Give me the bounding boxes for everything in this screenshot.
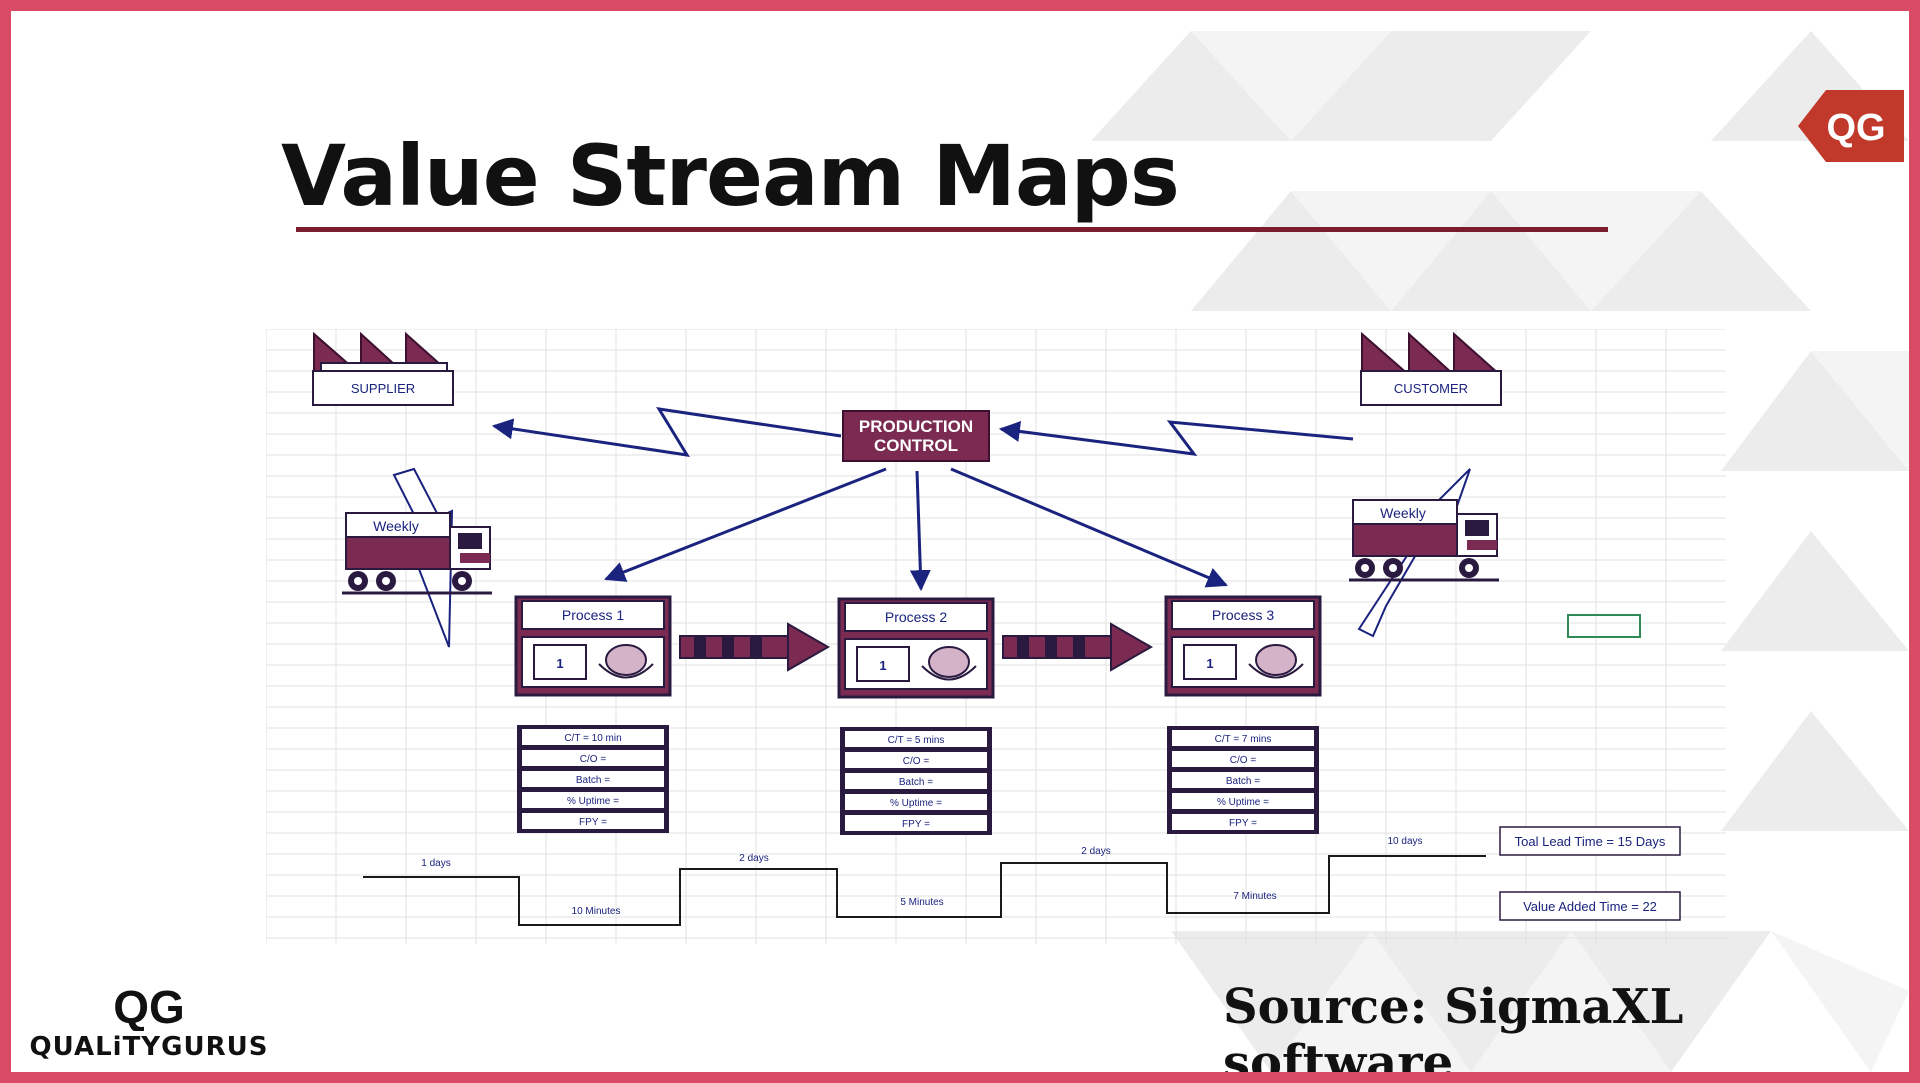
process-2-name: Process 2 xyxy=(885,609,947,625)
process-2-ct: C/T = 5 mins xyxy=(888,735,945,746)
lead-time-box xyxy=(1499,826,1681,856)
process-2-co: C/O = xyxy=(903,756,930,767)
customer-label-box xyxy=(1360,370,1502,406)
process-2-uptime: % Uptime = xyxy=(890,798,942,809)
customer-truck-label: Weekly xyxy=(1380,505,1426,521)
process-3-uptime: % Uptime = xyxy=(1217,797,1269,808)
qualitygurus-logo: QG QUALiTYGURUS xyxy=(29,979,269,1062)
process-2-batch: Batch = xyxy=(899,777,933,788)
process-time-1: 10 Minutes xyxy=(572,906,621,917)
data-box-row xyxy=(522,771,664,787)
process-box-3 xyxy=(1164,595,1322,697)
data-box-row xyxy=(522,792,664,808)
supplier-label: SUPPLIER xyxy=(351,381,415,396)
data-box-row xyxy=(522,750,664,766)
data-box-row xyxy=(1172,730,1314,746)
production-control-line2: CONTROL xyxy=(874,436,958,455)
data-box-row xyxy=(522,729,664,745)
data-box-row xyxy=(845,752,987,768)
data-box-row xyxy=(845,794,987,810)
data-box-row xyxy=(1172,751,1314,767)
process-1-co: C/O = xyxy=(580,754,607,765)
supplier-label-box xyxy=(312,370,454,406)
process-1-ct: C/T = 10 min xyxy=(564,733,621,744)
customer-truck-icon xyxy=(1349,499,1499,582)
data-box-row xyxy=(845,773,987,789)
value-stream-map: SUPPLIER CUSTOMER PRODUCTION CONTROL xyxy=(266,329,1726,944)
process-time-3: 7 Minutes xyxy=(1233,891,1276,902)
push-arrow-2-to-3 xyxy=(1002,622,1154,672)
data-box-row xyxy=(1172,814,1314,830)
qg-corner-mark: QG xyxy=(1826,107,1885,149)
qg-logo-letters: QG xyxy=(113,981,185,1031)
process-1-operators: 1 xyxy=(556,656,563,671)
process-3-operators: 1 xyxy=(1206,656,1213,671)
timeline-ladder xyxy=(363,855,1486,926)
supplier-truck-label: Weekly xyxy=(373,518,419,534)
process-1-fpy: FPY = xyxy=(579,817,607,828)
pc-to-process1-arrow xyxy=(604,467,887,582)
process-3-co: C/O = xyxy=(1230,755,1257,766)
process-3-name: Process 3 xyxy=(1212,607,1274,623)
process-2-fpy: FPY = xyxy=(902,819,930,830)
process-time-2: 5 Minutes xyxy=(900,897,943,908)
lead-time-text: Toal Lead Time = 15 Days xyxy=(1515,834,1666,849)
value-added-box xyxy=(1499,891,1681,921)
wait-time-3: 2 days xyxy=(1081,846,1110,857)
background-triangles xyxy=(1091,31,1909,1072)
qg-corner-badge: QG xyxy=(1798,90,1904,162)
pc-to-supplier-info-arrow xyxy=(491,407,842,457)
customer-to-pc-info-arrow xyxy=(998,420,1354,456)
pc-to-process2-arrow xyxy=(909,470,931,592)
wait-time-2: 2 days xyxy=(739,853,768,864)
wait-time-4: 10 days xyxy=(1387,836,1422,847)
qg-logo-mark: QG xyxy=(113,981,185,1033)
slide-title: Value Stream Maps xyxy=(281,127,1180,225)
data-box-row xyxy=(1172,772,1314,788)
qualitygurus-wordmark: QUALiTYGURUS xyxy=(29,1032,269,1062)
data-box-row xyxy=(522,813,664,829)
process-1-batch: Batch = xyxy=(576,775,610,786)
value-added-text: Value Added Time = 22 xyxy=(1523,899,1657,914)
pc-to-process3-arrow xyxy=(950,467,1228,588)
data-box-row xyxy=(1172,793,1314,809)
title-underline xyxy=(296,227,1608,232)
process-3-fpy: FPY = xyxy=(1229,818,1257,829)
wait-time-1: 1 days xyxy=(421,858,450,869)
source-caption: Source: SigmaXL software xyxy=(1223,979,1684,1083)
process-box-2 xyxy=(837,597,995,699)
process-3-batch: Batch = xyxy=(1226,776,1260,787)
data-box-row xyxy=(845,731,987,747)
production-control-box xyxy=(842,410,990,462)
process-box-1 xyxy=(514,595,672,697)
selected-spreadsheet-cell[interactable] xyxy=(1567,614,1641,638)
process-2-operators: 1 xyxy=(879,658,886,673)
process-1-name: Process 1 xyxy=(562,607,624,623)
process-1-uptime: % Uptime = xyxy=(567,796,619,807)
production-control-line1: PRODUCTION xyxy=(859,417,973,436)
push-arrow-1-to-2 xyxy=(679,622,831,672)
data-box-row xyxy=(845,815,987,831)
customer-label: CUSTOMER xyxy=(1394,381,1468,396)
process-3-ct: C/T = 7 mins xyxy=(1215,734,1272,745)
supplier-truck-icon xyxy=(342,512,492,595)
